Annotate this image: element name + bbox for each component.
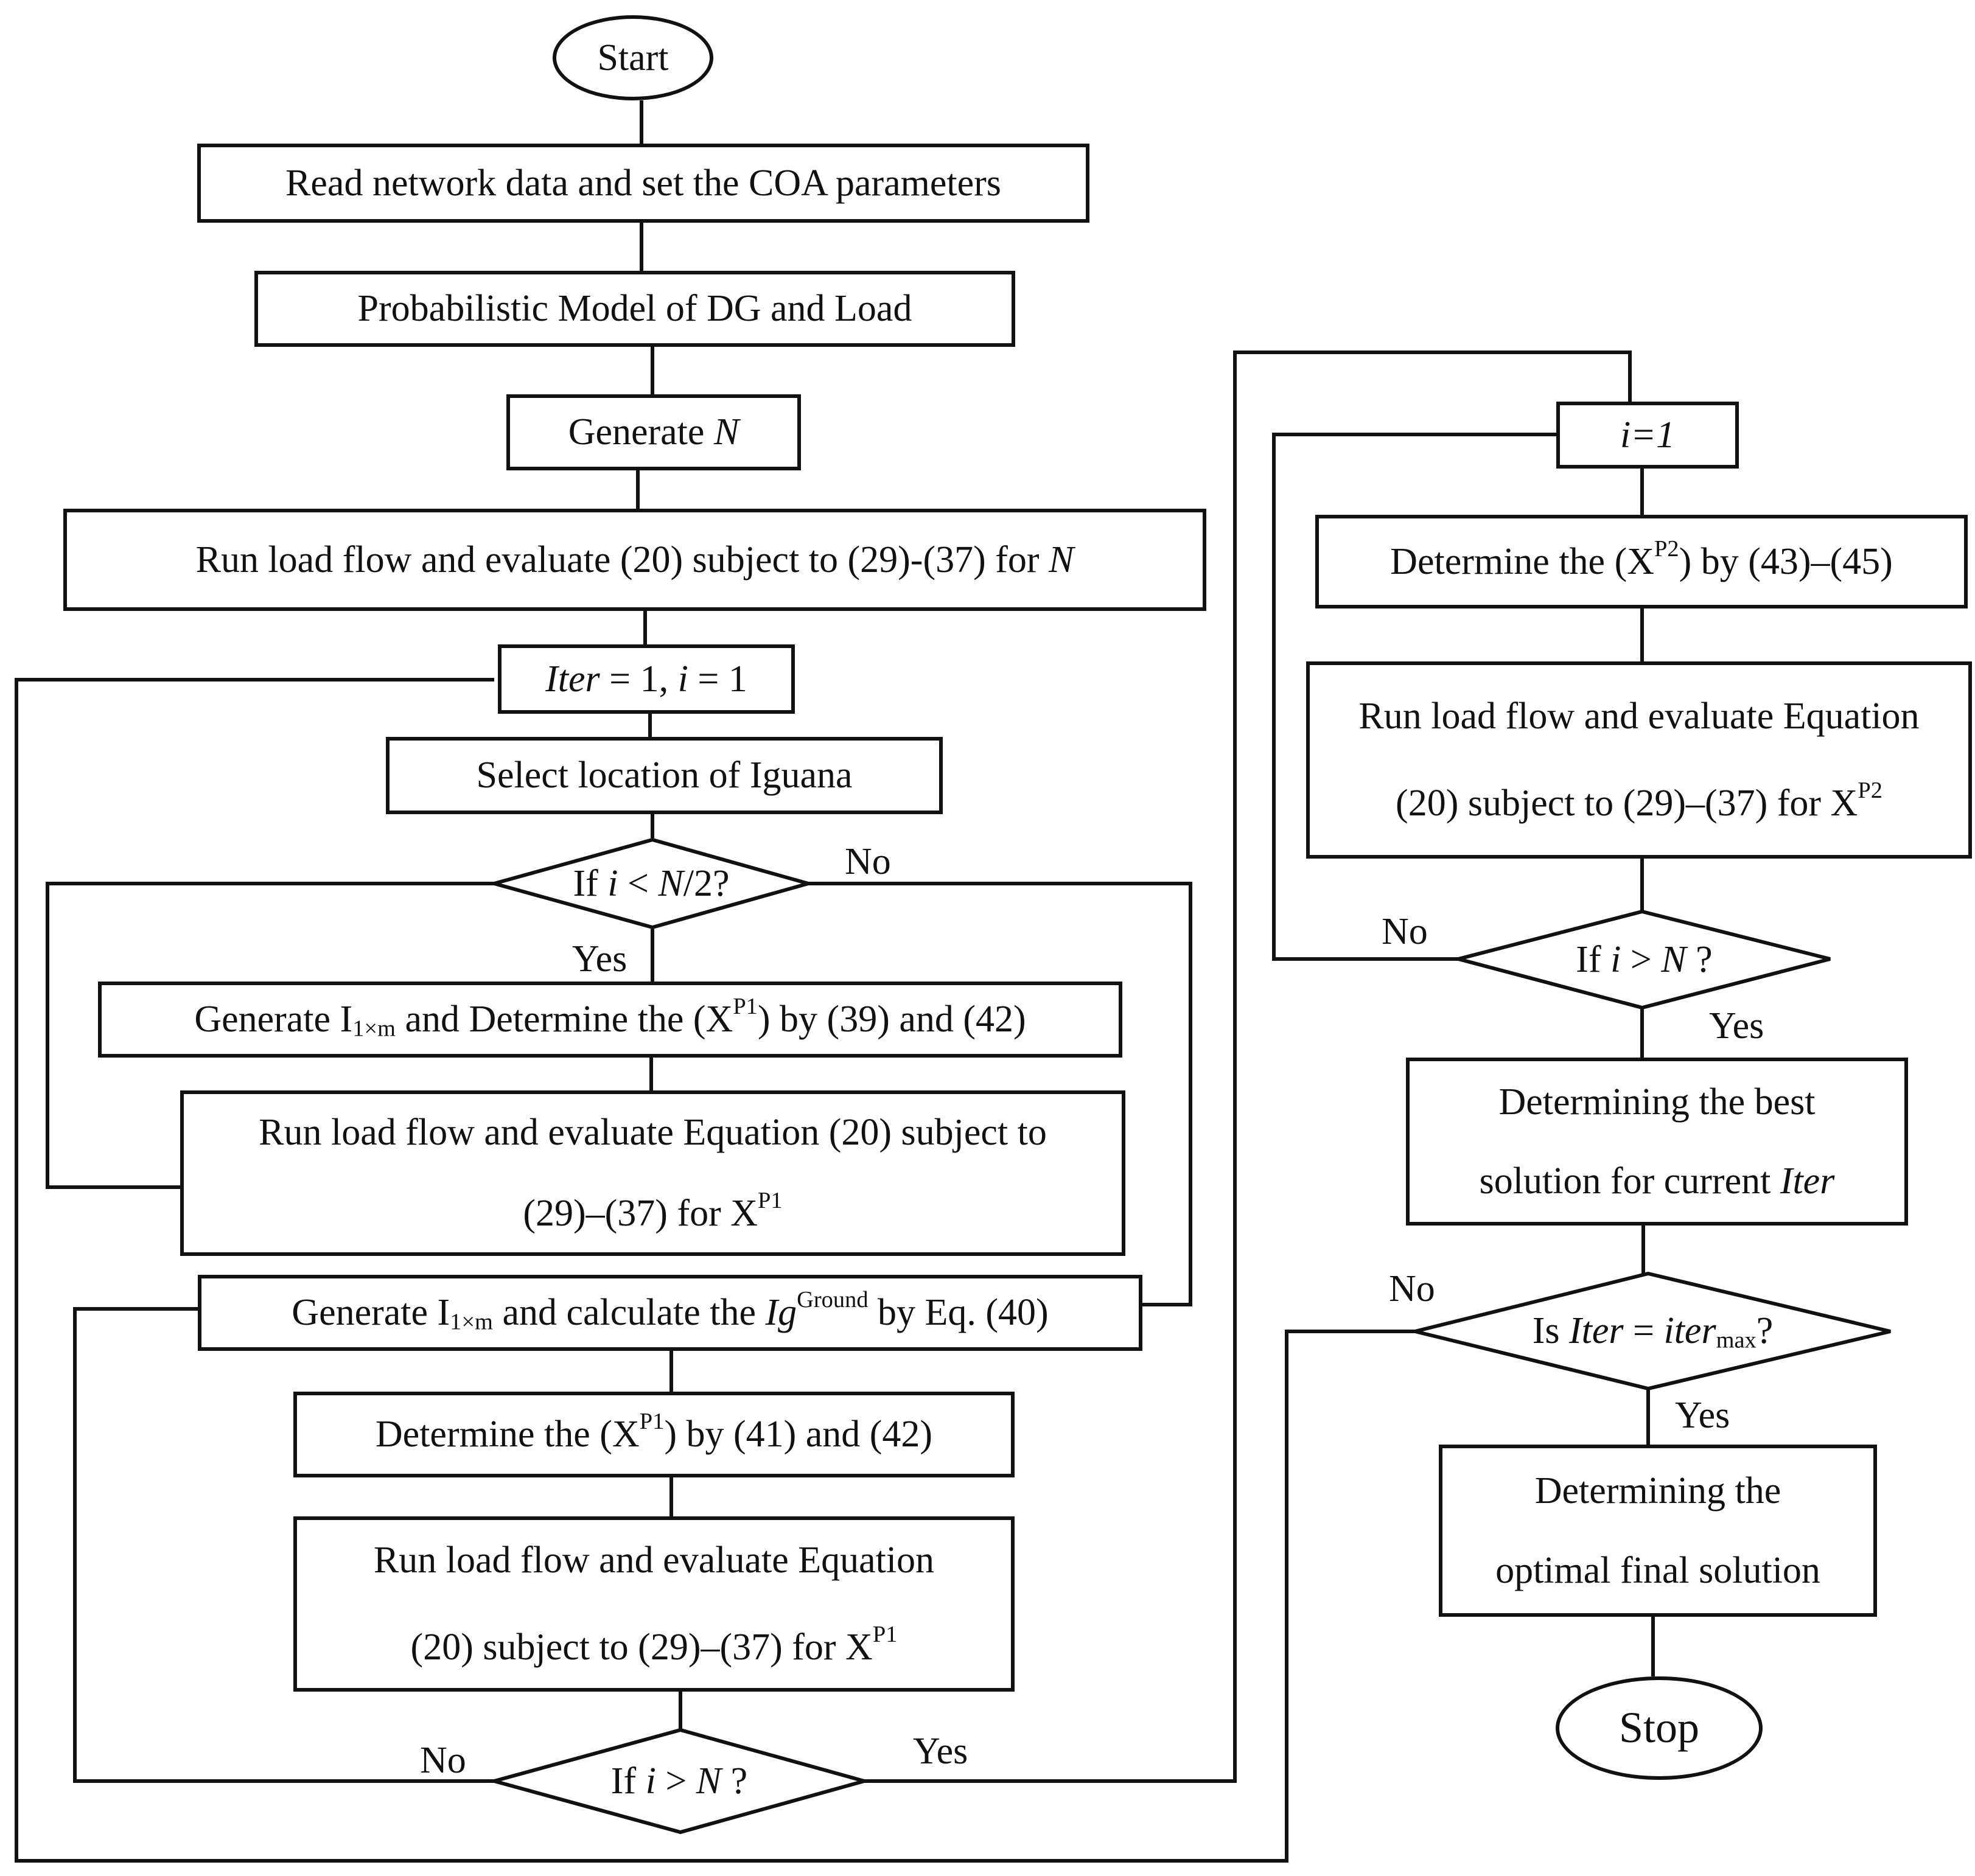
generate-n-box: Generate N [506, 394, 801, 470]
probabilistic-model-box: Probabilistic Model of DG and Load [254, 271, 1015, 347]
decision-half-shape [487, 837, 816, 930]
no-loop-dec-right [1272, 433, 1557, 961]
run-load-flow-xp2-box: Run load flow and evaluate Equation(20) … [1306, 661, 1972, 859]
i-equals-1-box: i=1 [1556, 402, 1739, 469]
decision-right-shape [1451, 909, 1831, 1010]
i-equals-1-text: i=1 [1620, 414, 1676, 456]
label-no-left: No [420, 1740, 466, 1781]
loop-run-lf-a-to-dec-half [46, 882, 495, 1189]
yes-branch-dec-left [864, 350, 1632, 1783]
probabilistic-model-text: Probabilistic Model of DG and Load [357, 288, 912, 330]
decision-half: If i < N/2? [494, 840, 808, 927]
decision-iter-max-text: Is Iter = itermax? [1532, 1310, 1774, 1353]
run-load-flow-xp1-a-text: Run load flow and evaluate Equation (20)… [259, 1111, 1047, 1234]
decision-half-text: If i < N/2? [573, 862, 730, 904]
decision-left-shape [487, 1728, 872, 1835]
iter-init-text: Iter = 1, i = 1 [545, 658, 747, 700]
read-network-data-text: Read network data and set the COA parame… [285, 162, 1001, 204]
generate-i-xp1-text: Generate I1×m and Determine the (XP1) by… [194, 994, 1026, 1042]
label-yes-itermax: Yes [1675, 1395, 1730, 1436]
iter-init-box: Iter = 1, i = 1 [498, 644, 795, 714]
run-load-flow-xp1-b-text: Run load flow and evaluate Equation(20) … [373, 1540, 935, 1668]
generate-i-xp1-box: Generate I1×m and Determine the (XP1) by… [98, 982, 1122, 1058]
no-loop-dec-itermax [15, 678, 1415, 1863]
label-no-right: No [1382, 911, 1428, 952]
stop-label: Stop [1618, 1703, 1700, 1752]
generate-n-text: Generate N [568, 411, 739, 453]
generate-ig-ground-text: Generate I1×m and calculate the IgGround… [292, 1287, 1049, 1335]
start-label: Start [597, 37, 669, 78]
select-iguana-box: Select location of Iguana [386, 737, 943, 814]
start-terminal: Start [553, 15, 713, 100]
decision-i-gt-n-left-text: If i > N ? [610, 1760, 748, 1802]
run-load-flow-xp2-text: Run load flow and evaluate Equation(20) … [1358, 696, 1920, 824]
determine-xp2-box: Determine the (XP2) by (43)–(45) [1315, 515, 1968, 608]
read-network-data-box: Read network data and set the COA parame… [197, 144, 1089, 223]
decision-iter-max: Is Iter = itermax? [1415, 1274, 1890, 1389]
determine-xp2-text: Determine the (XP2) by (43)–(45) [1390, 535, 1893, 582]
generate-ig-ground-box: Generate I1×m and calculate the IgGround… [198, 1275, 1142, 1351]
no-branch-dec-half [808, 882, 1192, 1306]
run-load-flow-xp1-a-box: Run load flow and evaluate Equation (20)… [180, 1090, 1125, 1256]
run-load-flow-n-text: Run load flow and evaluate (20) subject … [195, 539, 1074, 581]
run-load-flow-xp1-b-box: Run load flow and evaluate Equation(20) … [293, 1516, 1015, 1692]
decision-i-gt-n-right-text: If i > N ? [1576, 938, 1713, 980]
label-yes-right: Yes [1709, 1005, 1764, 1047]
decision-i-gt-n-left: If i > N ? [494, 1730, 864, 1832]
decision-itermax-shape [1414, 1271, 1891, 1391]
label-yes-half: Yes [572, 938, 627, 980]
stop-terminal: Stop [1556, 1676, 1763, 1780]
label-no-half: No [845, 841, 891, 882]
determine-xp1-41-text: Determine the (XP1) by (41) and (42) [375, 1409, 933, 1456]
run-load-flow-n-box: Run load flow and evaluate (20) subject … [63, 509, 1206, 611]
label-no-itermax: No [1389, 1268, 1435, 1309]
label-yes-left: Yes [913, 1731, 968, 1772]
decision-i-gt-n-right: If i > N ? [1458, 912, 1830, 1008]
determine-xp1-41-box: Determine the (XP1) by (41) and (42) [293, 1392, 1015, 1477]
no-loop-dec-left [73, 1307, 494, 1783]
select-iguana-text: Select location of Iguana [476, 755, 853, 797]
